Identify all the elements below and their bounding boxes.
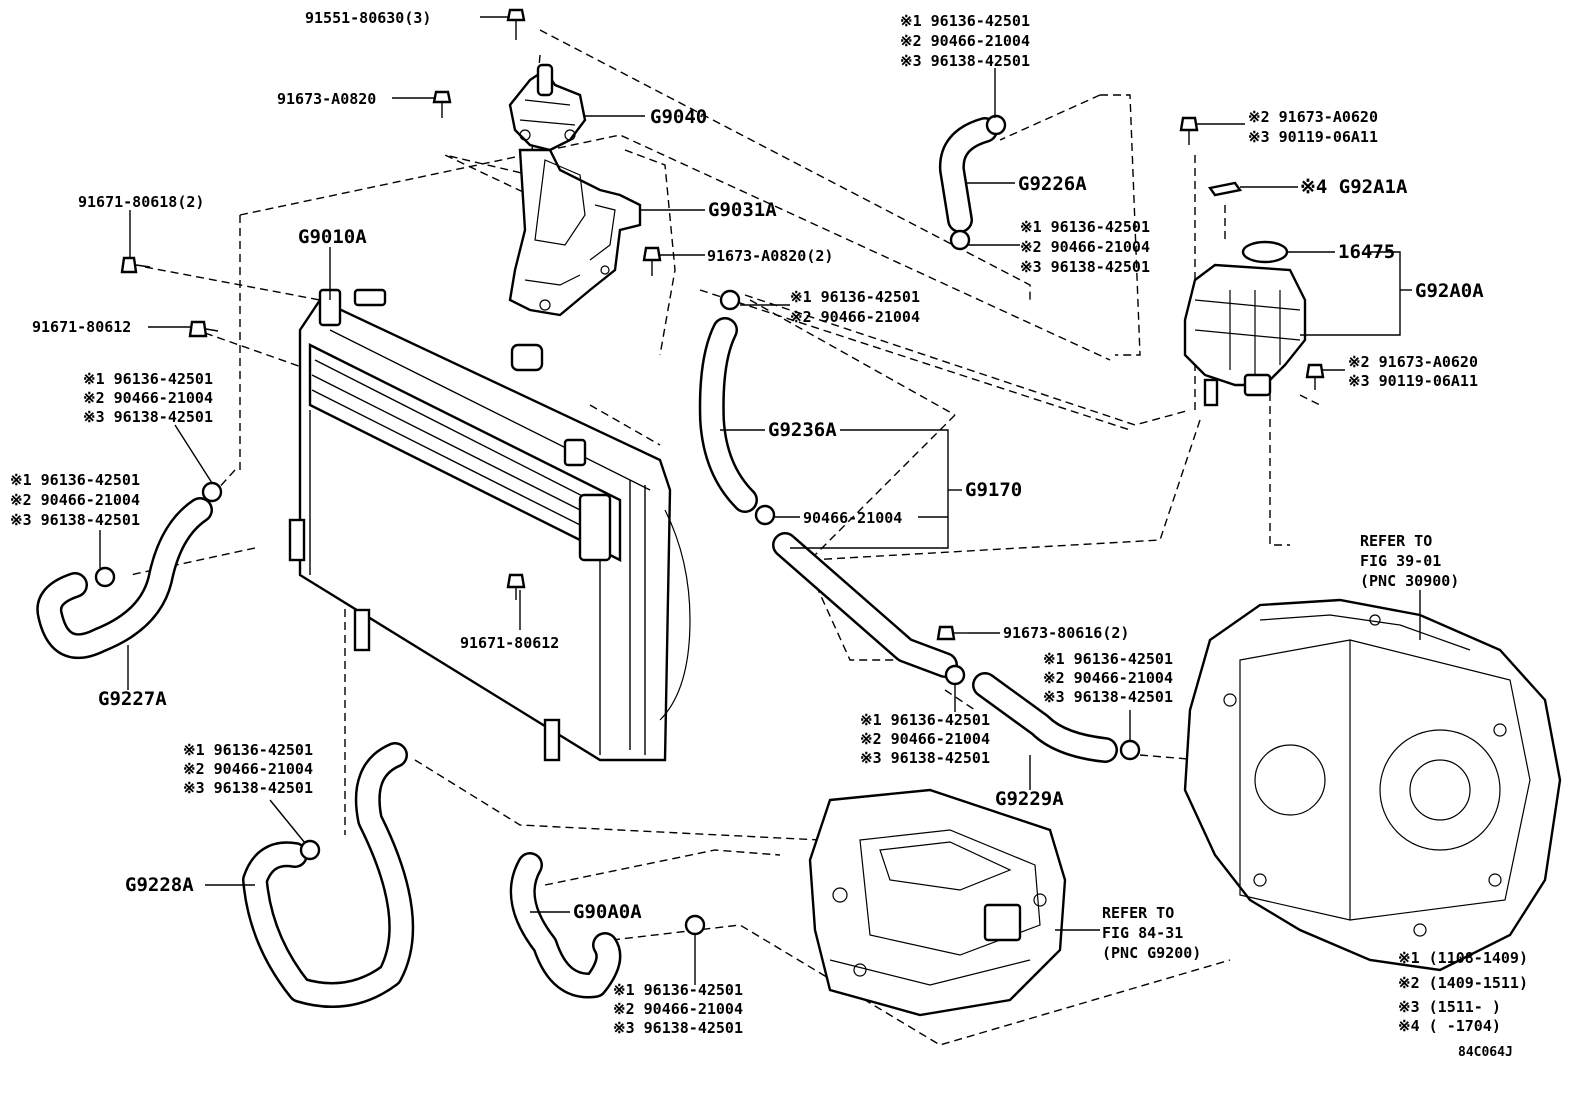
label-91673-80616: 91673-80616(2) <box>1003 624 1129 642</box>
bolt-tank-top-2: ※3 90119-06A11 <box>1248 128 1378 146</box>
clamp-center-low-1: ※1 96136-42501 <box>860 711 990 729</box>
clamp-g9236-top-1: ※1 96136-42501 <box>790 288 920 306</box>
refer-inverter-2: FIG 84-31 <box>1102 924 1183 942</box>
hose-g90a0a <box>509 852 622 999</box>
bracket-icon <box>508 148 642 317</box>
bolt-tank-side-1: ※2 91673-A0620 <box>1348 353 1478 371</box>
clamp-g9229-1: ※1 96136-42501 <box>1043 650 1173 668</box>
clamp-g9228-3: ※3 96138-42501 <box>183 779 313 797</box>
clamp-left-lower-3: ※3 96138-42501 <box>10 511 140 529</box>
clamp-left-upper-1: ※1 96136-42501 <box>83 370 213 388</box>
legend-item-1: ※1 (1108-1409) <box>1398 949 1528 967</box>
hose-g9229a <box>972 672 1118 763</box>
clamp-g90a0-1: ※1 96136-42501 <box>613 981 743 999</box>
label-91673-a0820: 91673-A0820 <box>277 90 376 108</box>
label-g9227a: G9227A <box>98 688 167 710</box>
legend-item-4: ※4 ( -1704) <box>1398 1017 1501 1035</box>
part-labels: 91551-80630(3) 91673-A0820 G9040 G9031A … <box>32 9 1513 1060</box>
clamp-g90a0-2: ※2 90466-21004 <box>613 1000 743 1018</box>
refer-trans-1: REFER TO <box>1360 532 1432 550</box>
label-g9010a: G9010A <box>298 226 367 248</box>
refer-trans-2: FIG 39-01 <box>1360 552 1441 570</box>
clamp-left-lower-2: ※2 90466-21004 <box>10 491 140 509</box>
clamp-top-right-1: ※1 96136-42501 <box>900 12 1030 30</box>
label-g9229a: G9229A <box>995 788 1064 810</box>
clamp-g9226-low-1: ※1 96136-42501 <box>1020 218 1150 236</box>
hose-g9236a <box>698 317 758 513</box>
clamp-top-right-2: ※2 90466-21004 <box>900 32 1030 50</box>
label-g9170: G9170 <box>965 479 1022 501</box>
bolt-tank-side-2: ※3 90119-06A11 <box>1348 372 1478 390</box>
label-91671-80612-b: 91671-80612 <box>460 634 559 652</box>
reference-notes: REFER TO FIG 39-01 (PNC 30900) REFER TO … <box>1102 532 1459 962</box>
clamp-g9236-top-2: ※2 90466-21004 <box>790 308 920 326</box>
clamp-center-low-3: ※3 96138-42501 <box>860 749 990 767</box>
clamp-g9228-1: ※1 96136-42501 <box>183 741 313 759</box>
hose-g9226a <box>938 117 998 233</box>
clamp-g9226-low-2: ※2 90466-21004 <box>1020 238 1150 256</box>
clamp-left-upper-3: ※3 96138-42501 <box>83 408 213 426</box>
label-91671-80612-a: 91671-80612 <box>32 318 131 336</box>
clamp-g9228-2: ※2 90466-21004 <box>183 760 313 778</box>
clamp-center-low-2: ※2 90466-21004 <box>860 730 990 748</box>
label-91673-a0820-2: 91673-A0820(2) <box>707 247 833 265</box>
pipe-g9170 <box>772 532 958 678</box>
label-g92a1a: ※4 G92A1A <box>1300 176 1408 198</box>
clamp-left-lower-1: ※1 96136-42501 <box>10 471 140 489</box>
bolt-icon <box>120 8 1325 641</box>
label-g9228a: G9228A <box>125 874 194 896</box>
label-g9031a: G9031A <box>708 199 777 221</box>
inverter-icon <box>808 788 1067 1017</box>
label-g9236a: G9236A <box>768 419 837 441</box>
bolt-tank-top-1: ※2 91673-A0620 <box>1248 108 1378 126</box>
refer-trans-3: (PNC 30900) <box>1360 572 1459 590</box>
label-g9040: G9040 <box>650 106 707 128</box>
reservoir-tank-icon <box>1183 181 1307 407</box>
refer-inverter-3: (PNC G9200) <box>1102 944 1201 962</box>
clamp-g9229-3: ※3 96138-42501 <box>1043 688 1173 706</box>
figure-code: 84C064J <box>1458 1045 1513 1060</box>
legend-item-2: ※2 (1409-1511) <box>1398 974 1528 992</box>
label-g92a0a: G92A0A <box>1415 280 1484 302</box>
clamp-g9229-2: ※2 90466-21004 <box>1043 669 1173 687</box>
hose-g9227a <box>36 497 213 660</box>
label-91551-80630: 91551-80630(3) <box>305 9 431 27</box>
clamp-g90a0-3: ※3 96138-42501 <box>613 1019 743 1037</box>
clamp-left-upper-2: ※2 90466-21004 <box>83 389 213 407</box>
label-90466-21004: 90466-21004 <box>803 509 902 527</box>
clamp-label-groups: ※1 96136-42501 ※2 90466-21004 ※3 96138-4… <box>10 12 1478 1037</box>
radiator-icon <box>288 288 691 762</box>
leader-lines <box>99 16 1421 985</box>
water-pump-icon <box>508 63 587 152</box>
legend: ※1 (1108-1409) ※2 (1409-1511) ※3 (1511- … <box>1398 949 1528 1035</box>
legend-item-3: ※3 (1511- ) <box>1398 998 1501 1016</box>
label-91671-80618: 91671-80618(2) <box>78 193 204 211</box>
refer-inverter-1: REFER TO <box>1102 904 1174 922</box>
label-g90a0a: G90A0A <box>573 901 642 923</box>
hose-g9228a <box>242 742 415 1008</box>
clamp-top-right-3: ※3 96138-42501 <box>900 52 1030 70</box>
transaxle-icon <box>1183 598 1562 972</box>
clamp-g9226-low-3: ※3 96138-42501 <box>1020 258 1150 276</box>
label-16475: 16475 <box>1338 241 1395 263</box>
label-g9226a: G9226A <box>1018 173 1087 195</box>
